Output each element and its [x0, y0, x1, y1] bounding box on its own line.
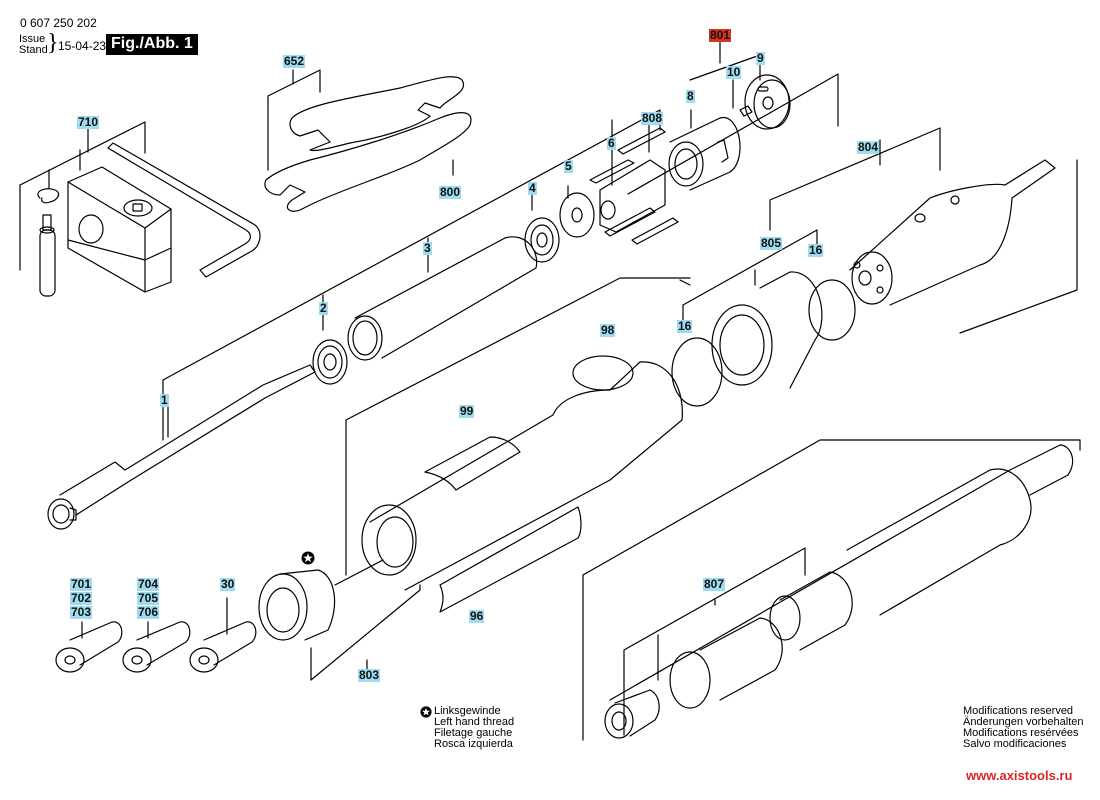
part-bearing-4 — [524, 217, 560, 263]
part-label-803: 803 — [358, 668, 381, 682]
left-hand-thread-star-icon — [301, 551, 315, 565]
part-washer-5 — [559, 192, 595, 238]
part-label-96 — [439, 506, 582, 613]
part-wrench-2 — [264, 112, 472, 212]
part-collet-701 — [55, 621, 123, 673]
part-extension-807 — [604, 444, 1074, 739]
part-label-99: 99 — [459, 404, 475, 418]
part-label-702: 702 — [70, 591, 93, 605]
part-label-804: 804 — [857, 140, 880, 154]
legend-line-de: Linksgewinde — [434, 705, 501, 717]
part-oring-16b — [808, 279, 856, 341]
part-label-98: 98 — [600, 323, 616, 337]
part-label-706: 706 — [137, 605, 160, 619]
part-bearing-2 — [312, 339, 348, 385]
part-motor-housing-804 — [849, 159, 1056, 306]
part-label-808: 808 — [641, 111, 664, 125]
part-label-807: 807 — [703, 577, 726, 591]
part-nose-nut-803 — [258, 569, 336, 641]
part-label-801: 801 — [709, 28, 732, 42]
part-spindle-1 — [47, 364, 316, 530]
part-label-1: 1 — [160, 393, 169, 407]
part-label-805: 805 — [760, 236, 783, 250]
brace-icon: } — [47, 30, 59, 56]
leader-804 — [769, 127, 1078, 334]
part-label-98 — [572, 355, 634, 391]
part-vanes-808 — [589, 127, 679, 245]
part-hex-key — [107, 142, 261, 278]
mods-line-en: Modifications reserved — [963, 705, 1074, 717]
legend-line-es: Rosca izquierda — [434, 738, 513, 750]
part-label-710: 710 — [77, 115, 100, 129]
leader-extension — [582, 439, 1081, 741]
part-label-16-upper: 16 — [808, 243, 824, 257]
part-label-5: 5 — [564, 159, 573, 173]
part-label-9: 9 — [756, 51, 765, 65]
part-rotor-6 — [599, 159, 666, 233]
part-number: 0 607 250 202 — [20, 16, 97, 30]
issue-label: Issue — [19, 33, 46, 45]
mods-line-de: Änderungen vorbehalten — [963, 716, 1084, 728]
part-label-800: 800 — [439, 185, 462, 199]
part-label-703: 703 — [70, 605, 93, 619]
part-collet-704 — [122, 621, 191, 673]
legend-line-fr: Filetage gauche — [434, 727, 513, 739]
part-label-99 — [424, 436, 521, 491]
collet-label-group-701: 701 702 703 — [70, 577, 93, 620]
part-label-30: 30 — [220, 577, 236, 591]
part-retaining-ring — [37, 188, 60, 204]
part-label-705: 705 — [137, 591, 160, 605]
part-cylinder-8 — [668, 117, 741, 191]
part-knurled-nut-805 — [711, 271, 823, 389]
leader-800 — [162, 109, 661, 441]
part-label-701: 701 — [70, 577, 93, 591]
part-label-96: 96 — [469, 609, 485, 623]
part-main-housing — [361, 361, 683, 591]
part-label-16-lower: 16 — [677, 319, 693, 333]
part-wrench-1 — [289, 76, 465, 152]
issue-date: 15-04-23 — [58, 39, 107, 53]
part-label-2: 2 — [319, 301, 328, 315]
issue-stand-label: Issue Stand — [19, 34, 48, 56]
part-spindle-connector — [334, 559, 384, 586]
part-label-3: 3 — [423, 241, 432, 255]
part-label-8: 8 — [686, 89, 695, 103]
leader-803 — [310, 584, 421, 681]
mods-line-fr: Modifications resérvées — [963, 727, 1079, 739]
collet-label-group-704: 704 705 706 — [137, 577, 160, 620]
part-label-6: 6 — [607, 136, 616, 150]
part-oring-16a — [671, 337, 723, 407]
part-tube-3 — [347, 236, 538, 361]
figure-label: Fig./Abb. 1 — [106, 34, 198, 55]
website-link[interactable]: www.axistools.ru — [966, 768, 1073, 783]
thread-legend: Linksgewinde Left hand thread Filetage g… — [420, 705, 515, 750]
legend-line-en: Left hand thread — [434, 716, 515, 728]
part-label-704: 704 — [137, 577, 160, 591]
leader-main-body — [345, 277, 691, 576]
leader-710 — [19, 121, 146, 271]
part-collet-30 — [189, 597, 257, 673]
part-label-4: 4 — [528, 181, 537, 195]
mods-line-es: Salvo modificaciones — [963, 738, 1067, 750]
star-circle-icon — [420, 706, 432, 718]
stand-label: Stand — [19, 44, 48, 56]
part-endplate-9 — [744, 74, 791, 130]
part-label-10: 10 — [726, 65, 742, 79]
modifications-notice: Modifications reserved Änderungen vorbeh… — [963, 706, 1083, 750]
part-pin — [39, 214, 56, 297]
leader-805 — [682, 229, 818, 326]
part-clamp-block — [67, 166, 172, 293]
part-label-652: 652 — [283, 54, 306, 68]
leader-652 — [267, 69, 321, 171]
